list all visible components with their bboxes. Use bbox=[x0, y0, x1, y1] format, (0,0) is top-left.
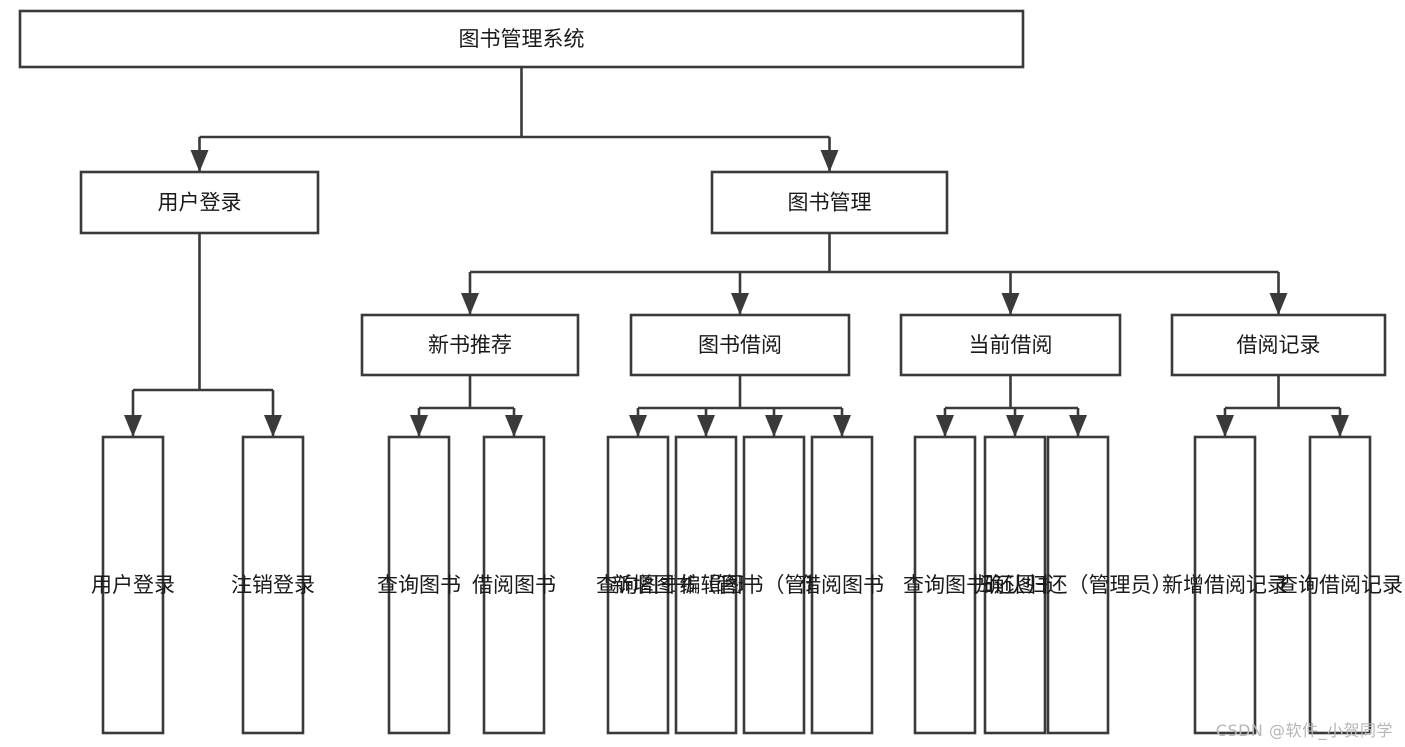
node-label-leaf-query-book-current: 查询图书 bbox=[903, 573, 987, 597]
node-box-leaf-add-borrow-record bbox=[1193, 435, 1257, 735]
node-label-leaf-user-login: 用户登录 bbox=[91, 573, 175, 597]
node-box-leaf-logout bbox=[241, 435, 305, 735]
node-label-user-login: 用户登录 bbox=[158, 191, 242, 215]
node-box-user-login bbox=[79, 170, 320, 235]
node-leaf-query-book-recommend[interactable]: 查询图书 bbox=[377, 435, 461, 735]
node-box-book-management bbox=[710, 170, 949, 235]
node-book-management[interactable]: 图书管理 bbox=[710, 170, 949, 235]
node-leaf-query-book-borrow[interactable]: 查询图书 bbox=[596, 435, 680, 735]
node-leaf-query-book-current[interactable]: 查询图书 bbox=[903, 435, 987, 735]
node-box-leaf-query-book-recommend bbox=[387, 435, 451, 735]
nodes-layer: 图书管理系统用户登录图书管理新书推荐图书借阅当前借阅借阅记录用户登录注销登录查询… bbox=[18, 9, 1403, 735]
node-user-login[interactable]: 用户登录 bbox=[79, 170, 320, 235]
node-label-leaf-return-book: 归还图书 bbox=[973, 573, 1057, 597]
node-leaf-logout[interactable]: 注销登录 bbox=[231, 435, 315, 735]
node-box-leaf-confirm-return-admin bbox=[1046, 435, 1110, 735]
node-leaf-user-login[interactable]: 用户登录 bbox=[91, 435, 175, 735]
node-label-leaf-confirm-return-admin: 确认归还（管理员） bbox=[984, 573, 1173, 597]
node-book-borrow[interactable]: 图书借阅 bbox=[629, 313, 851, 377]
node-box-new-book-recommend bbox=[360, 313, 580, 377]
node-label-new-book-recommend: 新书推荐 bbox=[428, 333, 512, 357]
connectors-layer bbox=[124, 67, 1349, 437]
node-leaf-query-borrow-record[interactable]: 查询借阅记录 bbox=[1277, 435, 1403, 735]
node-box-leaf-user-login bbox=[101, 435, 165, 735]
node-label-book-borrow: 图书借阅 bbox=[698, 333, 782, 357]
node-label-leaf-query-borrow-record: 查询借阅记录 bbox=[1277, 573, 1403, 597]
node-label-leaf-query-book-borrow: 查询图书 bbox=[596, 573, 680, 597]
node-box-leaf-borrow-book-recommend bbox=[482, 435, 546, 735]
node-label-root: 图书管理系统 bbox=[459, 27, 585, 51]
node-box-book-borrow bbox=[629, 313, 851, 377]
node-leaf-edit-book-admin[interactable]: 编辑图书（管理员） bbox=[680, 435, 869, 735]
node-label-leaf-add-borrow-record: 新增借阅记录 bbox=[1162, 573, 1288, 597]
node-box-current-borrow bbox=[899, 313, 1122, 377]
node-leaf-borrow-book[interactable]: 借阅图书 bbox=[800, 435, 884, 735]
node-label-leaf-borrow-book-recommend: 借阅图书 bbox=[472, 573, 556, 597]
node-leaf-add-borrow-record[interactable]: 新增借阅记录 bbox=[1162, 435, 1288, 735]
node-borrow-record[interactable]: 借阅记录 bbox=[1170, 313, 1387, 377]
node-leaf-return-book[interactable]: 归还图书 bbox=[973, 435, 1057, 735]
node-label-borrow-record: 借阅记录 bbox=[1237, 333, 1321, 357]
node-box-root bbox=[18, 9, 1025, 69]
node-label-leaf-borrow-book: 借阅图书 bbox=[800, 573, 884, 597]
node-label-current-borrow: 当前借阅 bbox=[969, 333, 1053, 357]
node-leaf-borrow-book-recommend[interactable]: 借阅图书 bbox=[472, 435, 556, 735]
node-label-book-management: 图书管理 bbox=[788, 191, 872, 215]
node-box-leaf-borrow-book bbox=[810, 435, 874, 735]
node-box-leaf-query-book-current bbox=[913, 435, 977, 735]
node-box-leaf-add-book-admin bbox=[674, 435, 738, 735]
node-label-leaf-query-book-recommend: 查询图书 bbox=[377, 573, 461, 597]
node-current-borrow[interactable]: 当前借阅 bbox=[899, 313, 1122, 377]
node-label-leaf-logout: 注销登录 bbox=[231, 573, 315, 597]
node-box-leaf-query-borrow-record bbox=[1308, 435, 1372, 735]
node-box-leaf-query-book-borrow bbox=[606, 435, 670, 735]
node-leaf-confirm-return-admin[interactable]: 确认归还（管理员） bbox=[984, 435, 1173, 735]
node-box-leaf-return-book bbox=[983, 435, 1047, 735]
node-box-leaf-edit-book-admin bbox=[742, 435, 806, 735]
node-new-book-recommend[interactable]: 新书推荐 bbox=[360, 313, 580, 377]
node-root[interactable]: 图书管理系统 bbox=[18, 9, 1025, 69]
node-box-borrow-record bbox=[1170, 313, 1387, 377]
